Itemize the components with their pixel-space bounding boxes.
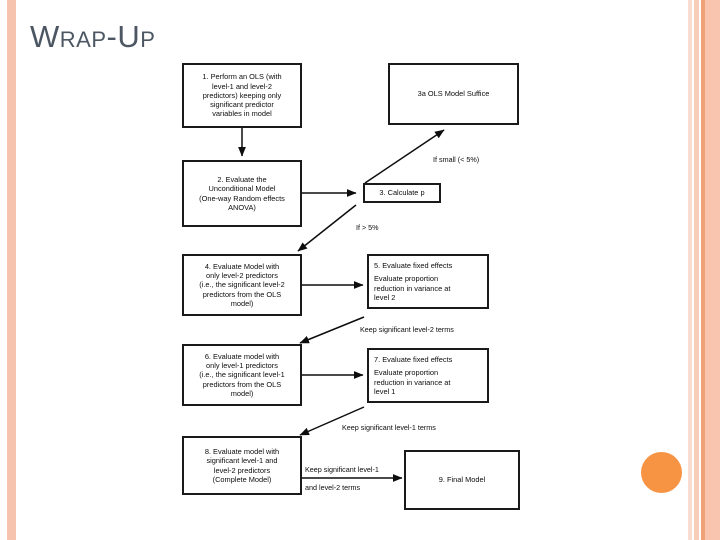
- flow-node-8-line-1: 8. Evaluate model with: [204, 446, 280, 456]
- flow-node-6-line-5: model): [230, 388, 254, 398]
- flow-node-1-line-5: variables in model: [212, 109, 272, 119]
- flow-node-8-line-4: (Complete Model): [212, 474, 272, 484]
- page-title: Wrap-Up: [30, 19, 156, 54]
- flow-node-6[interactable]: 6. Evaluate model with only level-1 pred…: [182, 344, 302, 406]
- flow-node-9-label: 9. Final Model: [438, 475, 486, 485]
- flow-node-5[interactable]: 5. Evaluate fixed effects Evaluate propo…: [367, 254, 489, 309]
- flow-node-5-line-2: Evaluate proportion: [374, 274, 439, 284]
- edge-label-keep-level-1-terms: Keep significant level-1 terms: [342, 423, 436, 432]
- right-accent-stripe-4: [705, 0, 720, 540]
- flow-node-2-line-2: Unconditional Model: [208, 184, 276, 194]
- flow-node-8-line-3: level-2 predictors: [213, 465, 271, 475]
- flow-node-7-line-3: reduction in variance at: [374, 377, 451, 387]
- flow-node-1-line-3: predictors) keeping only: [202, 90, 282, 100]
- flow-node-5-line-1: 5. Evaluate fixed effects: [374, 261, 453, 270]
- flowchart: 1. Perform an OLS (with level-1 and leve…: [160, 55, 540, 520]
- flow-node-1[interactable]: 1. Perform an OLS (with level-1 and leve…: [182, 63, 302, 128]
- edge-label-if-greater-5: If > 5%: [356, 223, 379, 232]
- edge-label-and-level-2-terms: and level-2 terms: [305, 483, 361, 492]
- flow-node-8[interactable]: 8. Evaluate model with significant level…: [182, 436, 302, 495]
- edge-label-if-small: If small (< 5%): [433, 155, 480, 164]
- flow-node-6-line-2: only level-1 predictors: [206, 361, 278, 371]
- edge-label-keep-level-2-terms: Keep significant level-2 terms: [360, 325, 454, 334]
- edge-7-to-8: [299, 406, 365, 436]
- edge-5-to-6: [299, 316, 365, 344]
- edge-label-keep-level-1-both: Keep significant level-1: [305, 465, 379, 474]
- flow-node-6-line-4: predictors from the OLS: [202, 379, 282, 389]
- flow-node-4-line-3: (i.e., the significant level-2: [199, 280, 285, 290]
- flow-node-4-line-1: 4. Evaluate Model with: [204, 261, 280, 271]
- flow-node-3-label: 3. Calculate p: [379, 188, 425, 198]
- flow-node-4-line-2: only level-2 predictors: [206, 271, 278, 281]
- edge-3-to-3a: [364, 129, 445, 184]
- right-accent-stripe-3: [701, 0, 705, 540]
- left-accent-stripe: [7, 0, 16, 540]
- flow-node-7-line-2: Evaluate proportion: [374, 368, 439, 378]
- flow-node-1-line-1: 1. Perform an OLS (with: [202, 72, 282, 82]
- orange-circle-decoration: [641, 452, 682, 493]
- flow-node-2-line-3: (One-way Random effects: [199, 193, 285, 203]
- flow-node-3a-label: 3a OLS Model Suffice: [417, 89, 490, 99]
- right-accent-stripe-2: [694, 0, 699, 540]
- flow-node-5-line-3: reduction in variance at: [374, 283, 451, 293]
- flow-node-7-line-1: 7. Evaluate fixed effects: [374, 355, 453, 364]
- flow-node-9[interactable]: 9. Final Model: [404, 450, 520, 510]
- flow-node-1-line-4: significant predictor: [210, 100, 274, 110]
- flow-node-2[interactable]: 2. Evaluate the Unconditional Model (One…: [182, 160, 302, 227]
- flow-node-3a[interactable]: 3a OLS Model Suffice: [388, 63, 519, 125]
- flow-node-3[interactable]: 3. Calculate p: [363, 183, 441, 203]
- flow-node-7[interactable]: 7. Evaluate fixed effects Evaluate propo…: [367, 348, 489, 403]
- right-accent-stripe-1: [688, 0, 692, 540]
- flow-node-4[interactable]: 4. Evaluate Model with only level-2 pred…: [182, 254, 302, 316]
- flow-node-2-line-1: 2. Evaluate the: [217, 174, 267, 184]
- flow-node-2-line-4: ANOVA): [228, 202, 256, 212]
- edge-3-to-4: [297, 204, 357, 252]
- flow-node-8-line-2: significant level-1 and: [206, 456, 278, 466]
- flow-node-1-line-2: level-1 and level-2: [212, 81, 272, 91]
- flow-node-6-line-3: (i.e., the significant level-1: [199, 370, 285, 380]
- flow-node-7-line-4: level 1: [374, 386, 396, 396]
- flowchart-connectors: [238, 128, 445, 482]
- flow-node-5-line-4: level 2: [374, 292, 396, 302]
- flow-node-6-line-1: 6. Evaluate model with: [204, 351, 280, 361]
- flow-node-4-line-4: predictors from the OLS: [202, 289, 282, 299]
- flow-node-4-line-5: model): [230, 298, 254, 308]
